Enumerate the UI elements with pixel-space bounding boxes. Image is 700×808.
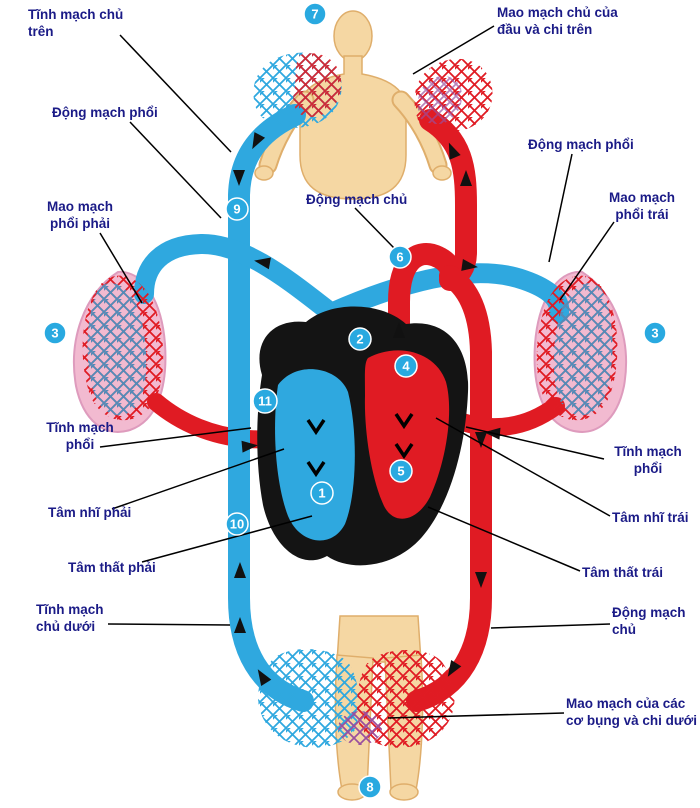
marker-8: 8 xyxy=(358,775,382,799)
svg-text:5: 5 xyxy=(397,464,404,479)
pointer-left-atrium xyxy=(435,417,611,517)
label-right-lung-capillaries: Mao mạch phổi phải xyxy=(46,199,114,232)
svg-text:6: 6 xyxy=(396,250,403,265)
label-pulmonary-vein-right: Tĩnh mạch phổi xyxy=(614,444,682,477)
svg-text:9: 9 xyxy=(233,202,240,217)
label-lower-body-capillaries: Mao mạch của các cơ bụng và chi dưới xyxy=(566,696,697,729)
pointer-pulmonary-artery-right xyxy=(548,153,573,263)
pointer-right-lung-capillaries xyxy=(99,232,143,304)
pointer-aorta xyxy=(354,207,395,249)
label-pulmonary-artery-left: Động mạch phổi xyxy=(52,105,158,120)
svg-text:10: 10 xyxy=(230,517,244,532)
marker-5: 5 xyxy=(389,459,413,483)
lower-body-capillary-mesh xyxy=(258,648,455,748)
pointer-superior-vena-cava xyxy=(119,34,232,153)
svg-text:8: 8 xyxy=(366,780,373,795)
pointer-pulmonary-artery-left xyxy=(129,121,222,219)
svg-text:11: 11 xyxy=(258,394,272,409)
label-left-lung-capillaries: Mao mạch phổi trái xyxy=(608,190,676,223)
svg-text:4: 4 xyxy=(402,359,410,374)
pointer-head-capillaries xyxy=(412,25,495,75)
heart-flow-arrows xyxy=(306,413,414,478)
left-lung-capillary-mesh xyxy=(536,275,618,421)
label-pulmonary-vein-left: Tĩnh mạch phổi xyxy=(46,420,114,453)
marker-7: 7 xyxy=(303,2,327,26)
label-inferior-vena-cava: Tĩnh mạch chủ dưới xyxy=(36,602,104,635)
svg-text:3: 3 xyxy=(651,326,658,341)
svg-text:1: 1 xyxy=(318,486,325,501)
label-right-ventricle: Tâm thất phải xyxy=(68,560,156,575)
pointer-right-atrium xyxy=(111,448,285,510)
pointer-right-ventricle xyxy=(141,515,313,563)
marker-6: 6 xyxy=(388,245,412,269)
pointer-left-ventricle xyxy=(427,506,581,572)
marker-10: 10 xyxy=(225,512,249,536)
pointer-left-lung-capillaries xyxy=(559,221,615,301)
pointer-lines xyxy=(99,25,615,719)
head-capillary-mesh xyxy=(253,52,493,132)
marker-1: 1 xyxy=(310,481,334,505)
label-superior-vena-cava: Tĩnh mạch chủ trên xyxy=(28,7,124,40)
svg-text:7: 7 xyxy=(311,7,318,22)
marker-3-left: 3 xyxy=(43,321,67,345)
pointer-pulmonary-vein-left xyxy=(99,427,252,448)
pointer-aorta-descending xyxy=(490,623,611,629)
pointer-lower-body-capillaries xyxy=(387,712,565,719)
marker-4: 4 xyxy=(394,354,418,378)
marker-2: 2 xyxy=(348,327,372,351)
numbered-markers: 7 9 3 3 6 2 4 11 5 1 10 8 xyxy=(43,2,667,799)
right-lung-capillary-mesh xyxy=(82,275,164,421)
marker-11: 11 xyxy=(252,388,278,414)
svg-text:2: 2 xyxy=(356,332,363,347)
label-left-atrium: Tâm nhĩ trái xyxy=(612,510,689,525)
label-right-atrium: Tâm nhĩ phải xyxy=(48,505,132,520)
marker-3-right: 3 xyxy=(643,321,667,345)
marker-9: 9 xyxy=(225,197,249,221)
label-left-ventricle: Tâm thất trái xyxy=(582,565,664,580)
label-head-capillaries: Mao mạch chủ của đầu và chi trên xyxy=(497,5,618,38)
label-pulmonary-artery-right: Động mạch phổi xyxy=(528,137,634,152)
label-aorta: Động mạch chủ xyxy=(306,192,408,207)
pointer-pulmonary-vein-right xyxy=(465,426,605,460)
heart-right-side xyxy=(275,369,355,541)
svg-text:3: 3 xyxy=(51,326,58,341)
heart-left-side xyxy=(364,350,450,519)
label-aorta-descending: Động mạch chủ xyxy=(612,605,686,638)
pulmonary-artery-left-vessel xyxy=(134,233,344,325)
pointer-inferior-vena-cava xyxy=(107,623,231,626)
flow-arrows xyxy=(233,132,501,686)
